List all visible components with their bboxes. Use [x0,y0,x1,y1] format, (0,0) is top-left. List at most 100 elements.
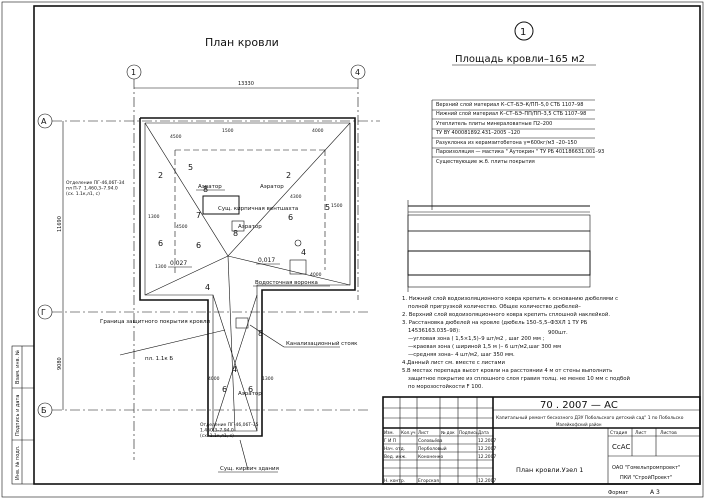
stamp-date: 12.2007 [478,438,496,444]
note-line: 5.В местах перепада высот кровли на расс… [402,368,612,374]
stamp-name: Егорская [418,478,439,484]
stage-header: Стадия [610,430,628,436]
zone-numbers: 2 2 4 4 4 5 5 6 6 6 6 6 7 8 8 8 [158,163,330,394]
axis-a-label: А [41,117,47,126]
shaft-label: Сущ. кирпичная вентшахта [218,206,298,212]
node-ref: пл. 1.1к Б [145,356,173,362]
zone-number: 2 [158,171,163,180]
dim-small: 1500 [331,203,343,209]
stamp-name: Перболовый [418,445,447,452]
aerator-box [231,220,245,232]
zone-number: 5 [188,163,193,172]
inner-frame [33,5,701,485]
dim-left-top: 11690 [57,216,63,232]
aerator-label: Аэратор [260,184,284,190]
zone-number: 6 [222,385,227,394]
dim-small: 4000 [310,272,322,278]
plan-title: План кровли [205,36,279,49]
note-line: 1. Нижний слой водоизоляционного ковра к… [402,295,618,302]
aerator-label: Аэратор [238,391,262,397]
note-line: —краевая зона ( шириной 1,5 м )– 6 шт/м2… [408,343,561,350]
funnel-label: Водосточная воронка [255,280,318,286]
stamp-header: Кол.уч [401,430,416,435]
axis-1-label: 1 [131,68,136,77]
dim-small: 4300 [290,194,302,200]
stamp-role: Г И П [384,438,396,444]
note-line: по морозостойкости F 100. [408,383,483,390]
dim-small: 4000 [208,376,220,382]
zone-number: 8 [203,185,208,194]
note-line: 3. Расстановка дюбелей на кровле (дюбель… [402,319,588,326]
note-line: полной пригрузкой количество. Общее коли… [408,303,581,310]
side-label-inv: Инв. № подл. [15,445,21,480]
zone-number: 2 [286,171,291,180]
org-name: ОАО "Гомельпромпроект" [612,465,680,471]
layer-line: Утеплитель плиты минераловатные П2–200 [436,121,552,127]
org-name-2: ПКИ "СтройПроект" [620,474,672,481]
note-line: —средняя зона– 4 шт/м2, шаг 350 мм. [408,352,515,358]
existing-wall-label: Сущ. кирпич здания [220,466,279,472]
annotations: Аэратор Аэратор Аэратор Сущ. кирпичная в… [66,180,358,473]
stamp-role: Вед. инж. [384,454,407,460]
dim-small: 4500 [170,134,182,140]
stamp-rows: Г И П Соловьёва 12.2007 Нач. отд. Пербол… [384,438,496,484]
protect-label: Граница защитного покрытия кровли [100,319,210,325]
layer-line: Нижний слой материал К–СТ–БЭ–ПП/ПП–3,5 С… [436,110,586,117]
stamp-header: № док [441,430,455,435]
dim-small: 1500 [222,128,234,134]
small-dimensions: 4500 1500 4000 1300 1500 4500 4000 1300 … [148,128,343,382]
zone-number: 7 [196,211,201,220]
zone-number: 5 [325,203,330,212]
stamp-date: 12.2007 [478,478,496,484]
roof-section-detail [407,200,591,292]
dimensions: 13330 11690 9080 [57,81,358,410]
layer-legend: Верхний слой материал К–СТ–БЭ–К/ПП–5,0 С… [431,99,604,210]
zone-number: 4 [205,283,210,292]
format-label: Формат [608,490,628,496]
section-circle [514,21,534,41]
zone-number: 6 [158,239,163,248]
zone-number: 4 [232,365,237,374]
note-line: —угловая зона ( 1,5×1,5)–9 шт/м2 , шаг 2… [408,336,544,342]
stamp-role: Н. контр. [384,478,405,484]
stamp-project: Капитальный ремонт бесхозного ДЗУ Поболь… [496,414,684,421]
note-line: защитное покрытие из сплошного слоя грав… [408,375,630,382]
layer-line: Разуклонка из керамзитобетона γ=600кг/м3… [436,140,577,146]
stamp-header: Подпись [459,430,478,435]
aerator-label: Аэратор [238,224,262,230]
stamp-header: Изм. [384,430,394,435]
dim-top: 13330 [238,81,254,87]
notes: 1. Нижний слой водоизоляционного ковра к… [402,295,630,390]
note-line: 14536163.035–98): [408,328,460,334]
axis-g-label: Г [41,308,46,317]
stamp-date: 12.2007 [478,446,496,452]
format-value: А 3 [650,489,660,496]
zone-number: 8 [258,329,263,338]
stamp-header: Лист [418,430,429,435]
zone-number: 6 [248,385,253,394]
stamp-name: Соловьёва [418,438,443,444]
drain-circle [294,239,302,247]
dim-small: 1300 [155,264,167,270]
dim-small: 1300 [262,376,274,382]
sheets-header: Листов [660,430,677,436]
layer-line: ТУ BY 400081892.431–2005 –120 [435,130,520,136]
zone-number: 8 [233,229,238,238]
aerator-label: Аэратор [198,184,222,190]
axis-b-label: Б [41,406,47,415]
roof-slope-lines [119,122,351,432]
side-strip: Инв. № подл. Подпись и дата Взам. инв. № [11,345,35,485]
sheet-header: Лист [635,430,647,436]
dim-small: 4000 [312,128,324,134]
canopy-label: Канализационный стояк [286,340,358,347]
zone-number: 6 [196,241,201,250]
axis-markers: 1 4 А Г Б [37,64,380,460]
note-line: 2. Верхний слой водоизоляционного ковра … [402,311,610,318]
note-line: 900шт. [548,330,568,336]
stamp-code: 70 . 2007 — АС [540,400,618,411]
dim-left-bottom: 9080 [57,357,63,370]
zone-number: 4 [301,248,306,257]
